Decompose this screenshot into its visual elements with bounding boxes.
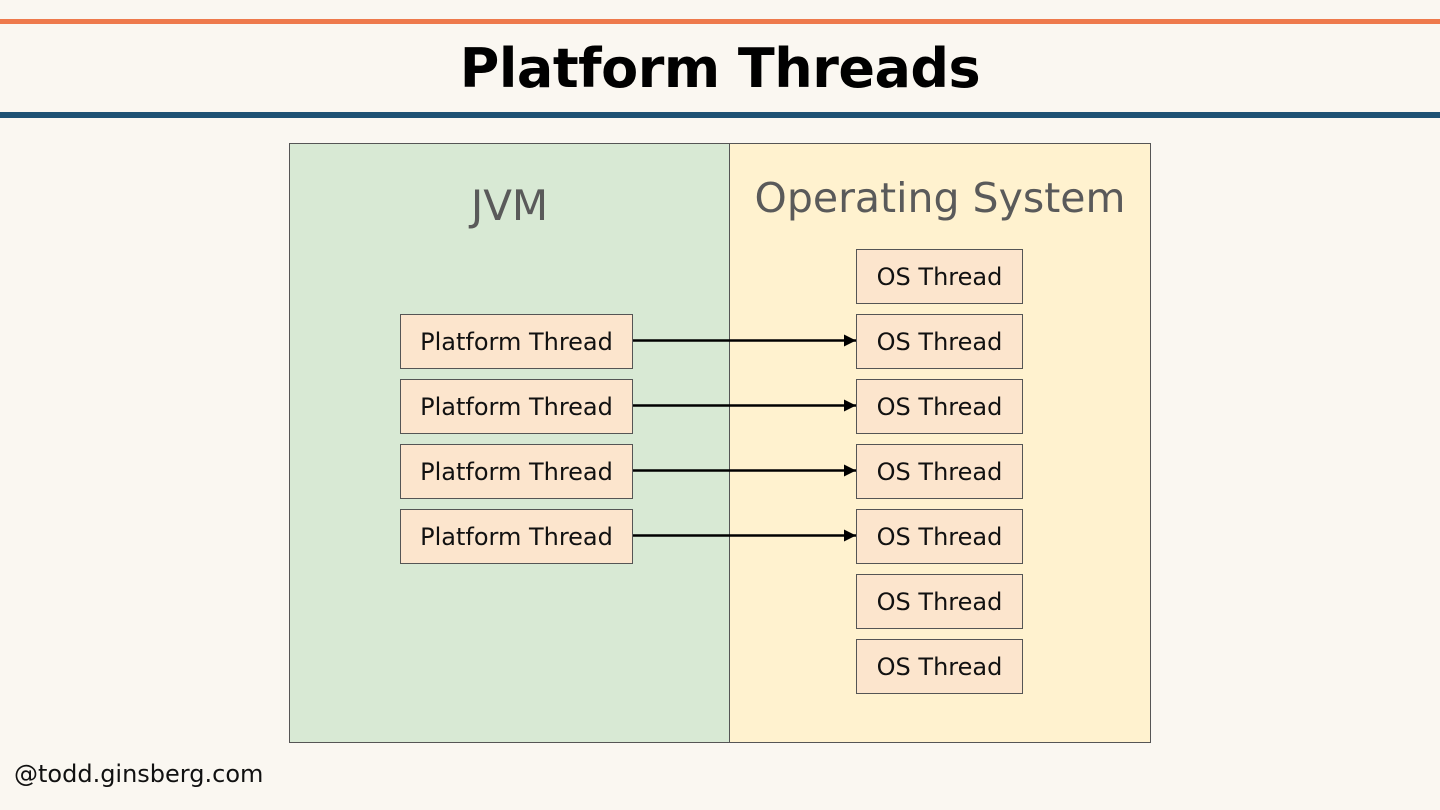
os-panel-label: Operating System xyxy=(754,174,1126,222)
platform-thread-box: Platform Thread xyxy=(400,379,633,434)
os-thread-box: OS Thread xyxy=(856,379,1023,434)
os-thread-box: OS Thread xyxy=(856,314,1023,369)
jvm-panel: JVM xyxy=(289,143,730,743)
jvm-panel-label: JVM xyxy=(470,181,549,230)
os-thread-box: OS Thread xyxy=(856,444,1023,499)
platform-thread-box: Platform Thread xyxy=(400,444,633,499)
os-thread-box: OS Thread xyxy=(856,574,1023,629)
os-thread-box: OS Thread xyxy=(856,509,1023,564)
os-thread-box: OS Thread xyxy=(856,249,1023,304)
header-accent-rule-bottom xyxy=(0,112,1440,118)
header-accent-rule-top xyxy=(0,19,1440,24)
author-credit: @todd.ginsberg.com xyxy=(14,760,264,788)
os-thread-box: OS Thread xyxy=(856,639,1023,694)
slide-title: Platform Threads xyxy=(459,37,981,100)
platform-thread-box: Platform Thread xyxy=(400,509,633,564)
platform-thread-box: Platform Thread xyxy=(400,314,633,369)
